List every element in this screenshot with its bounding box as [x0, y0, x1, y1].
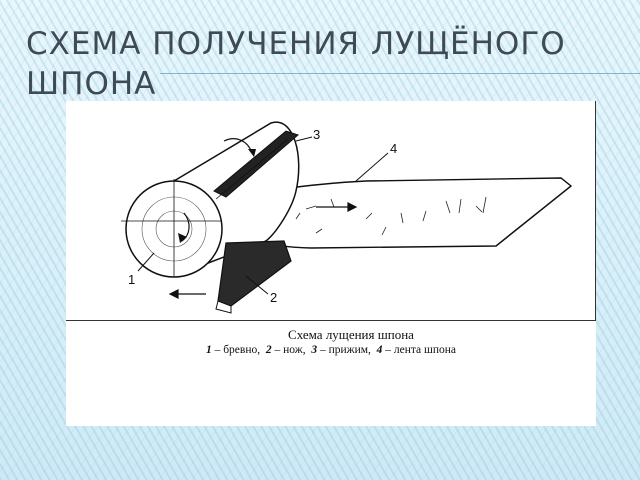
veneer-direction-arrow [316, 202, 358, 212]
veneer-peeling-diagram: 1 2 3 4 [121, 121, 573, 314]
legend-num-4: 4 [376, 344, 383, 356]
leader-press [295, 136, 313, 142]
pressure-bar [213, 130, 299, 198]
figure-caption-title: Схема лущения шпона [288, 327, 414, 342]
legend-num-3: 3 [311, 344, 318, 356]
title-underline [160, 73, 640, 74]
legend-text-1: бревно [223, 344, 258, 356]
legend-text-4: лента шпона [393, 344, 457, 356]
figure-legend: 1 – бревно, 2 – нож, 3 – прижим, 4 – лен… [205, 344, 457, 356]
legend-num-1: 1 [205, 344, 212, 356]
rotation-arrowhead-face [178, 233, 187, 243]
pressure-bar-edge [215, 138, 289, 200]
figure-frame [66, 101, 596, 321]
label-veneer-tape: 4 [390, 141, 397, 156]
legend-text-2: нож [283, 344, 303, 356]
label-press: 3 [313, 127, 320, 142]
figure-panel: 1 2 3 4 Схема лущения шпона 1 – бревно, … [66, 101, 596, 426]
label-knife: 2 [270, 290, 277, 305]
leader-log [137, 252, 155, 272]
legend-text-3: прижим [328, 344, 368, 356]
knife [217, 240, 292, 307]
knife-face [215, 300, 232, 314]
leader-knife [245, 275, 269, 295]
rotation-arrowhead-top [248, 149, 256, 157]
legend-num-2: 2 [265, 344, 272, 356]
label-log: 1 [128, 272, 135, 287]
veneer-tape-edge [495, 185, 572, 247]
knife-direction-arrow [168, 289, 206, 299]
slide-title: СХЕМА ПОЛУЧЕНИЯ ЛУЩЁНОГО ШПОНА [26, 26, 566, 102]
leader-veneer [355, 152, 389, 182]
